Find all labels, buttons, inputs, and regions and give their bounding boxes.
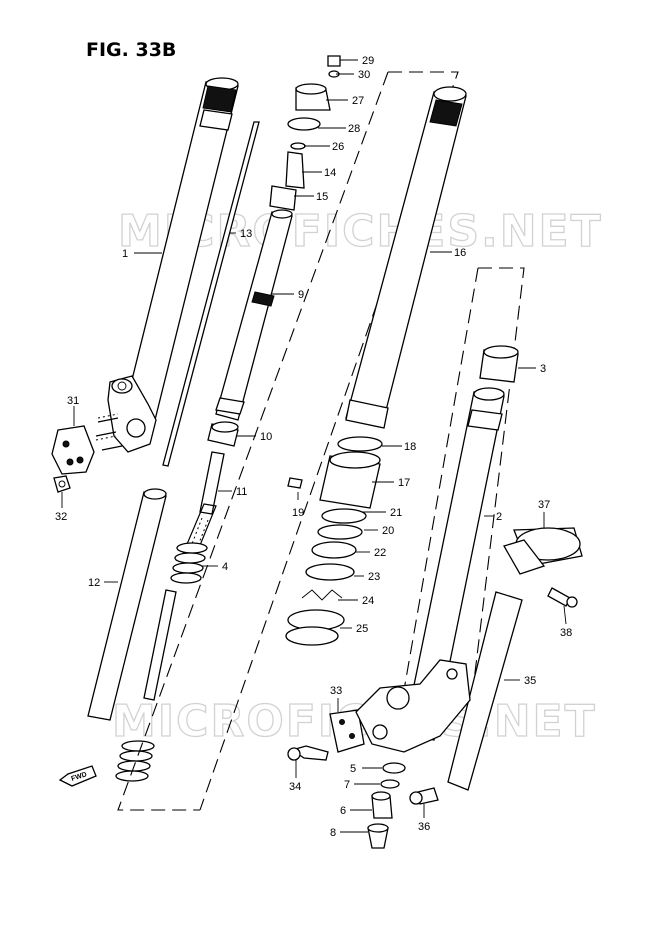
callout-31: 31 bbox=[67, 395, 79, 407]
bolt-6 bbox=[371, 791, 393, 819]
callout-25: 25 bbox=[356, 623, 368, 635]
pipe-12 bbox=[87, 488, 167, 721]
ring-5 bbox=[382, 762, 406, 774]
outer-tube-16 bbox=[345, 86, 467, 429]
bolt-36 bbox=[409, 787, 439, 805]
figure-title: FIG. 33B bbox=[86, 39, 176, 61]
inner-tube-2 bbox=[403, 387, 505, 741]
callout-3: 3 bbox=[540, 363, 546, 375]
callout-15: 15 bbox=[316, 191, 328, 203]
callout-10: 10 bbox=[260, 431, 272, 443]
axle-holder-cap-31 bbox=[51, 425, 95, 475]
callout-12: 12 bbox=[88, 577, 100, 589]
callout-14: 14 bbox=[324, 167, 336, 179]
outer-tube-1 bbox=[117, 77, 239, 441]
callout-33: 33 bbox=[330, 685, 342, 697]
callout-5: 5 bbox=[350, 763, 356, 775]
fork-spring bbox=[115, 589, 177, 782]
callout-20: 20 bbox=[382, 525, 394, 537]
callout-26: 26 bbox=[332, 141, 344, 153]
callout-32: 32 bbox=[55, 511, 67, 523]
callout-36: 36 bbox=[418, 821, 430, 833]
callout-8: 8 bbox=[330, 827, 336, 839]
callout-35: 35 bbox=[524, 675, 536, 687]
callout-17: 17 bbox=[398, 477, 410, 489]
studs bbox=[95, 413, 123, 451]
caliper-bracket bbox=[355, 659, 471, 753]
callout-7: 7 bbox=[344, 779, 350, 791]
callout-30: 30 bbox=[358, 69, 370, 81]
clamp-37 bbox=[503, 527, 583, 575]
bolt-34 bbox=[287, 745, 329, 761]
callout-11: 11 bbox=[236, 486, 247, 498]
damper-rod-13 bbox=[162, 121, 260, 467]
callout-24: 24 bbox=[362, 595, 374, 607]
callout-34: 34 bbox=[289, 781, 301, 793]
guard-35 bbox=[447, 591, 523, 791]
callout-13: 13 bbox=[240, 228, 252, 240]
callout-28: 28 bbox=[348, 123, 360, 135]
cap-bolt-stack bbox=[269, 55, 341, 211]
cap-8 bbox=[367, 823, 389, 849]
callout-labels: 29 30 27 28 26 14 15 13 16 1 9 3 31 10 1… bbox=[55, 55, 572, 839]
callout-23: 23 bbox=[368, 571, 380, 583]
bushing-3 bbox=[479, 345, 519, 383]
callout-16: 16 bbox=[454, 247, 466, 259]
callout-21: 21 bbox=[390, 507, 402, 519]
callout-38: 38 bbox=[560, 627, 572, 639]
dashed-assembly-right bbox=[403, 267, 525, 781]
forward-arrow-icon: FWD bbox=[58, 765, 97, 787]
bolt-38 bbox=[547, 587, 578, 608]
callout-9: 9 bbox=[298, 289, 304, 301]
fwd-label: FWD bbox=[70, 771, 87, 783]
axle-bracket-33 bbox=[329, 709, 365, 753]
seal-stack bbox=[285, 436, 383, 646]
nut-32 bbox=[53, 475, 71, 493]
spring-4 bbox=[170, 542, 208, 584]
callout-27: 27 bbox=[352, 95, 364, 107]
callout-1: 1 bbox=[122, 248, 128, 260]
callout-4: 4 bbox=[222, 561, 228, 573]
callout-37: 37 bbox=[538, 499, 550, 511]
callout-29: 29 bbox=[362, 55, 374, 67]
dashed-assembly-left bbox=[117, 71, 459, 811]
callout-19: 19 bbox=[292, 507, 304, 519]
axle-holder-bracket bbox=[107, 375, 157, 453]
callout-2: 2 bbox=[496, 511, 502, 523]
callout-18: 18 bbox=[404, 441, 416, 453]
callout-22: 22 bbox=[374, 547, 386, 559]
callout-6: 6 bbox=[340, 805, 346, 817]
inner-tube-9 bbox=[215, 209, 293, 421]
spacer-10 bbox=[207, 421, 239, 447]
leader-lines bbox=[61, 59, 567, 833]
ring-7 bbox=[380, 779, 400, 789]
